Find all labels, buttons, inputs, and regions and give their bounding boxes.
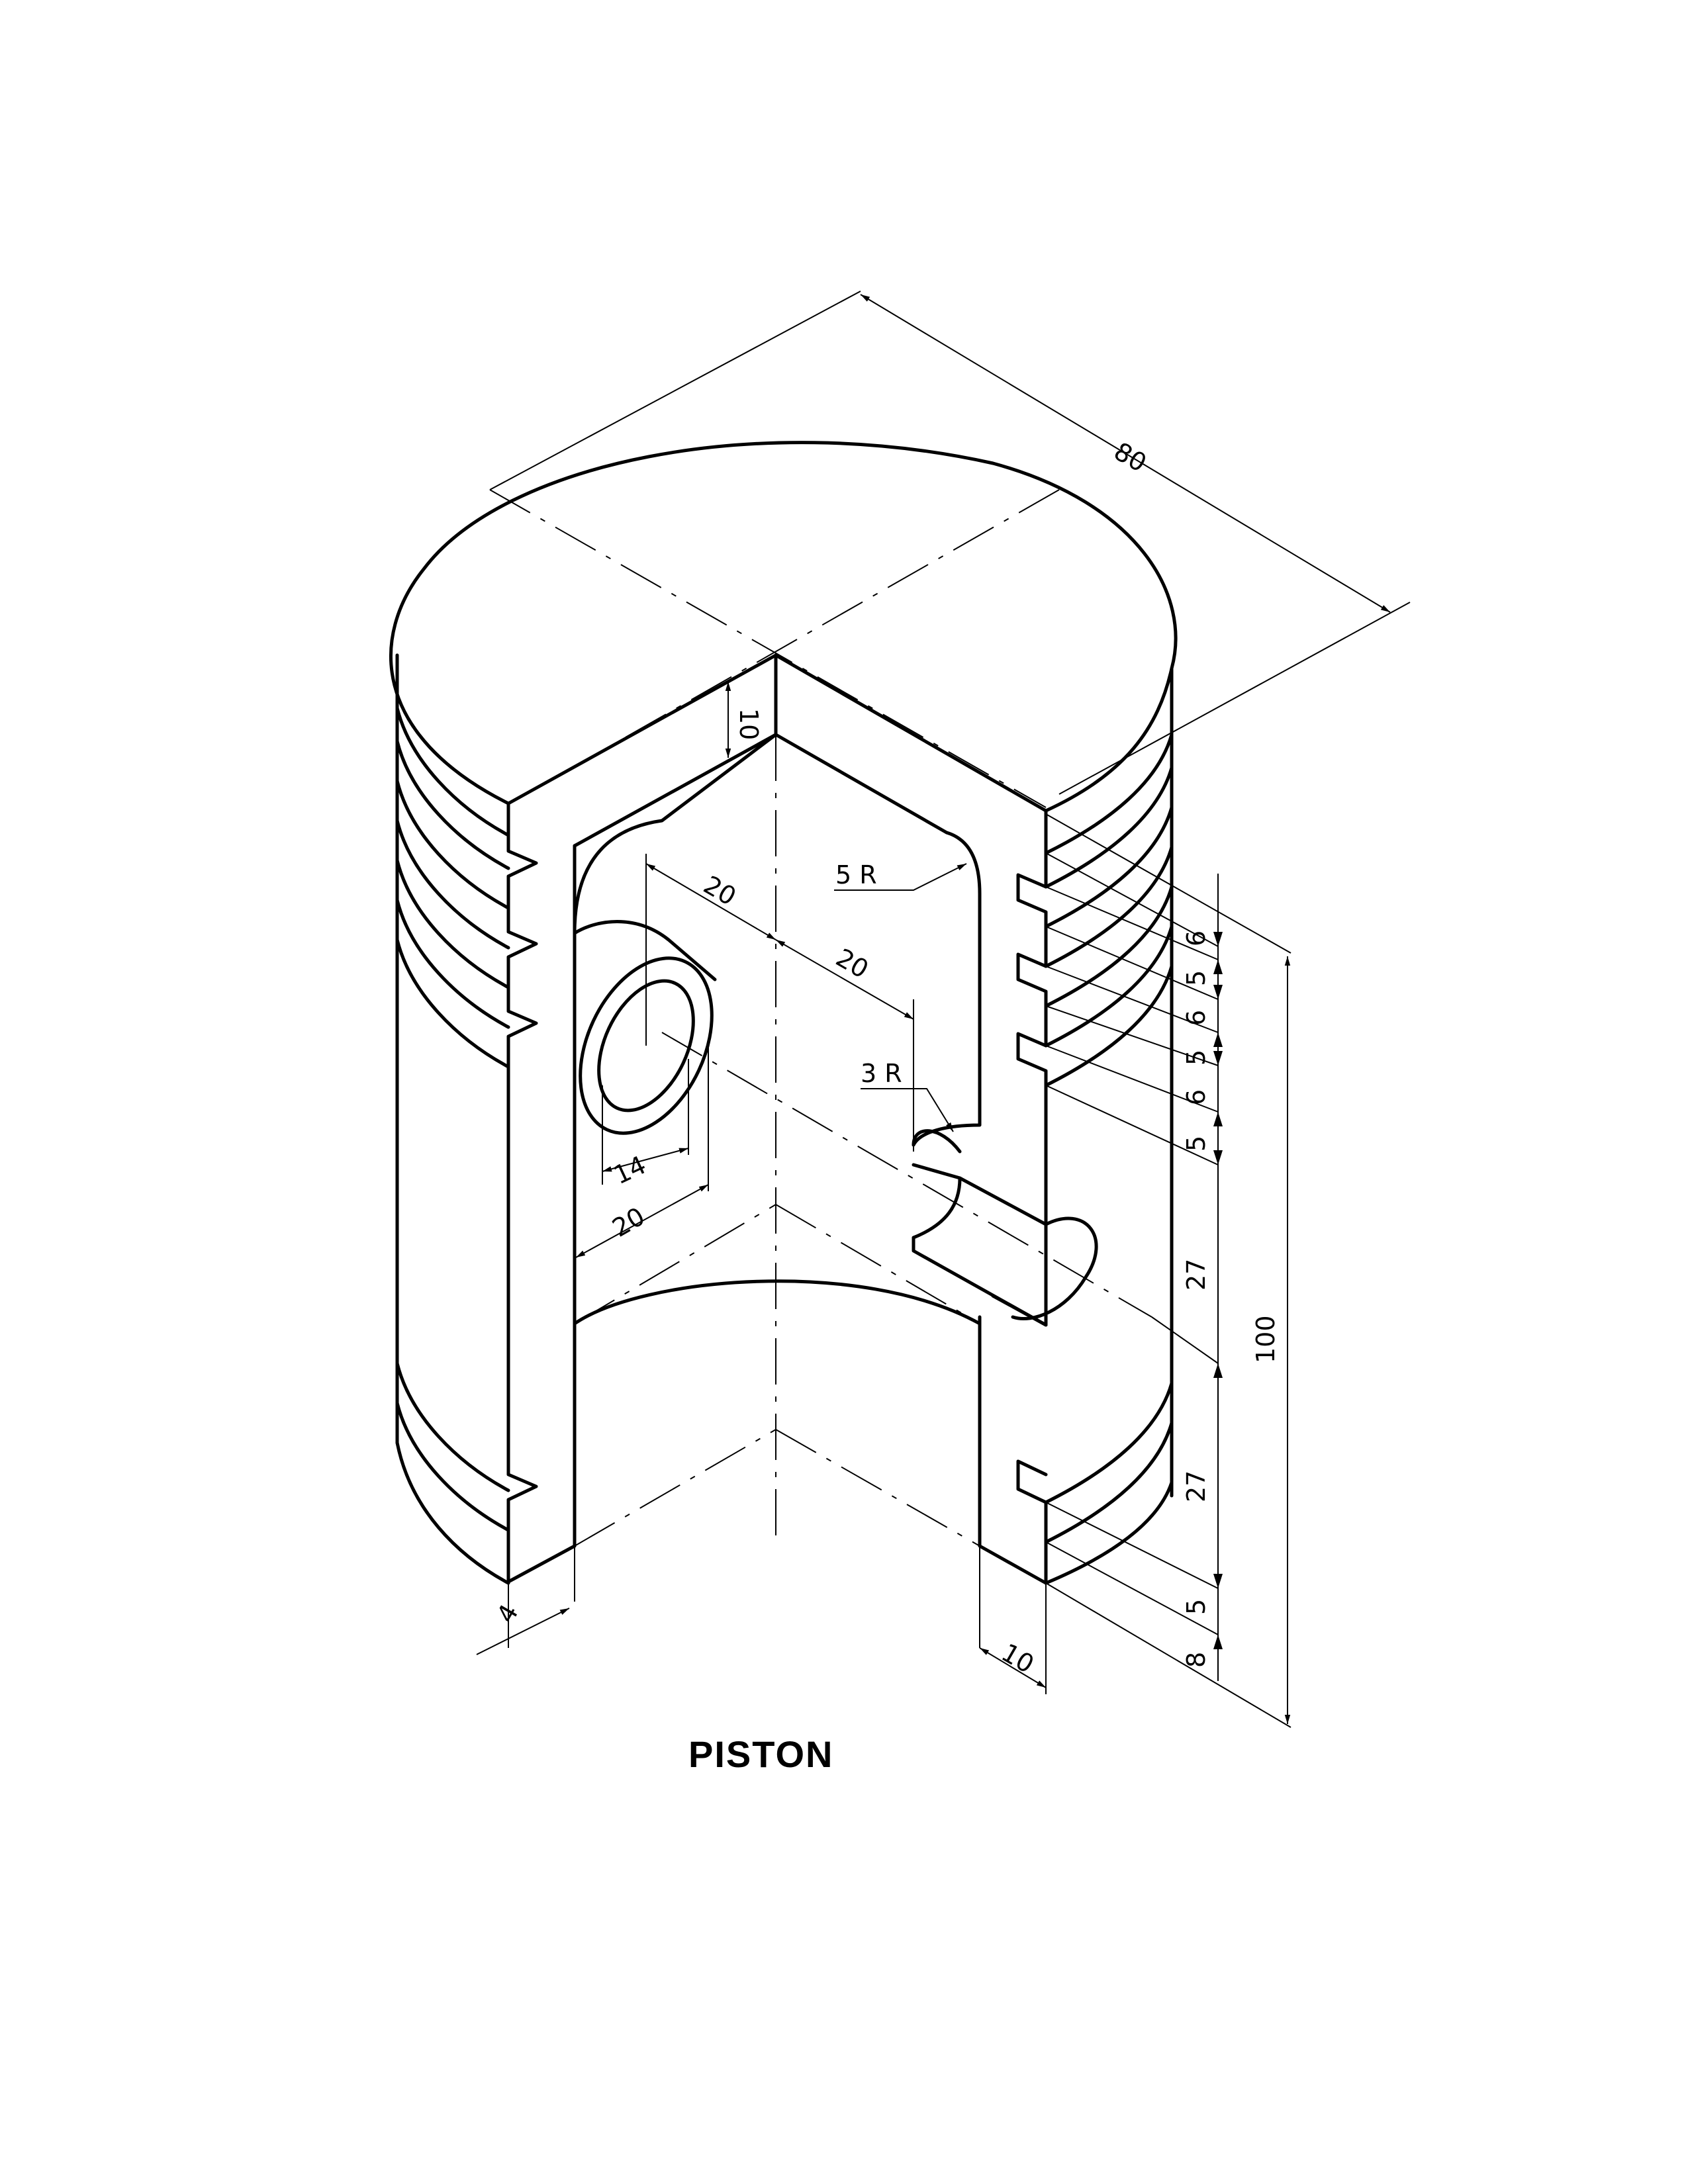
dim-5R: 5 R (835, 860, 877, 889)
bottom-edge-right (1044, 1480, 1174, 1585)
left-section-face (506, 801, 577, 1584)
inner-bore (573, 733, 982, 1548)
dim-lower-groove: 5 (1182, 1599, 1211, 1615)
dim-10-crown: 10 (734, 708, 763, 740)
dim-skirt-lower: 27 (1182, 1471, 1211, 1502)
crown-cut-left (506, 653, 778, 848)
crown-top-ellipse (389, 441, 1178, 813)
dim-80: 80 (1109, 437, 1152, 478)
right-boss (912, 1129, 1098, 1327)
piston-body (389, 441, 1178, 1585)
pin-hole (597, 979, 695, 1113)
dim-ring-groove-3: 5 (1182, 1136, 1211, 1152)
dim-ring-groove-1: 5 (1182, 970, 1211, 986)
dim-ring-groove-2: 5 (1182, 1050, 1211, 1066)
dim-3R: 3 R (861, 1059, 902, 1088)
dim-ring-land-1: 6 (1182, 931, 1211, 946)
dimension-labels: 80 10 5 R 20 20 3 R 14 20 6 5 6 5 6 5 27… (491, 437, 1280, 1679)
crown-cut-right (774, 653, 1048, 855)
bottom-edge-left (395, 1441, 510, 1585)
dim-20-a: 20 (699, 870, 741, 911)
dim-20-b: 20 (831, 943, 874, 984)
dim-10-wall: 10 (997, 1638, 1039, 1679)
dim-ring-land-3: 6 (1182, 1089, 1211, 1105)
right-ring-grooves (1044, 733, 1174, 1544)
dim-100: 100 (1251, 1315, 1280, 1363)
pin-boss-top (573, 920, 717, 981)
drawing-title: PISTON (688, 1733, 833, 1775)
dimension-lines (476, 291, 1411, 1728)
dim-ring-land-2: 6 (1182, 1010, 1211, 1026)
dim-14: 14 (609, 1150, 650, 1190)
crown-cut-inner-right (774, 733, 949, 835)
dim-bottom-land: 8 (1182, 1652, 1211, 1668)
center-lines (489, 489, 1152, 1547)
dim-4: 4 (491, 1600, 524, 1628)
dim-skirt-upper: 27 (1182, 1259, 1211, 1291)
pin-boss-outer (579, 956, 714, 1135)
inner-bottom-arc (573, 1279, 982, 1326)
left-ring-grooves (395, 706, 510, 1532)
